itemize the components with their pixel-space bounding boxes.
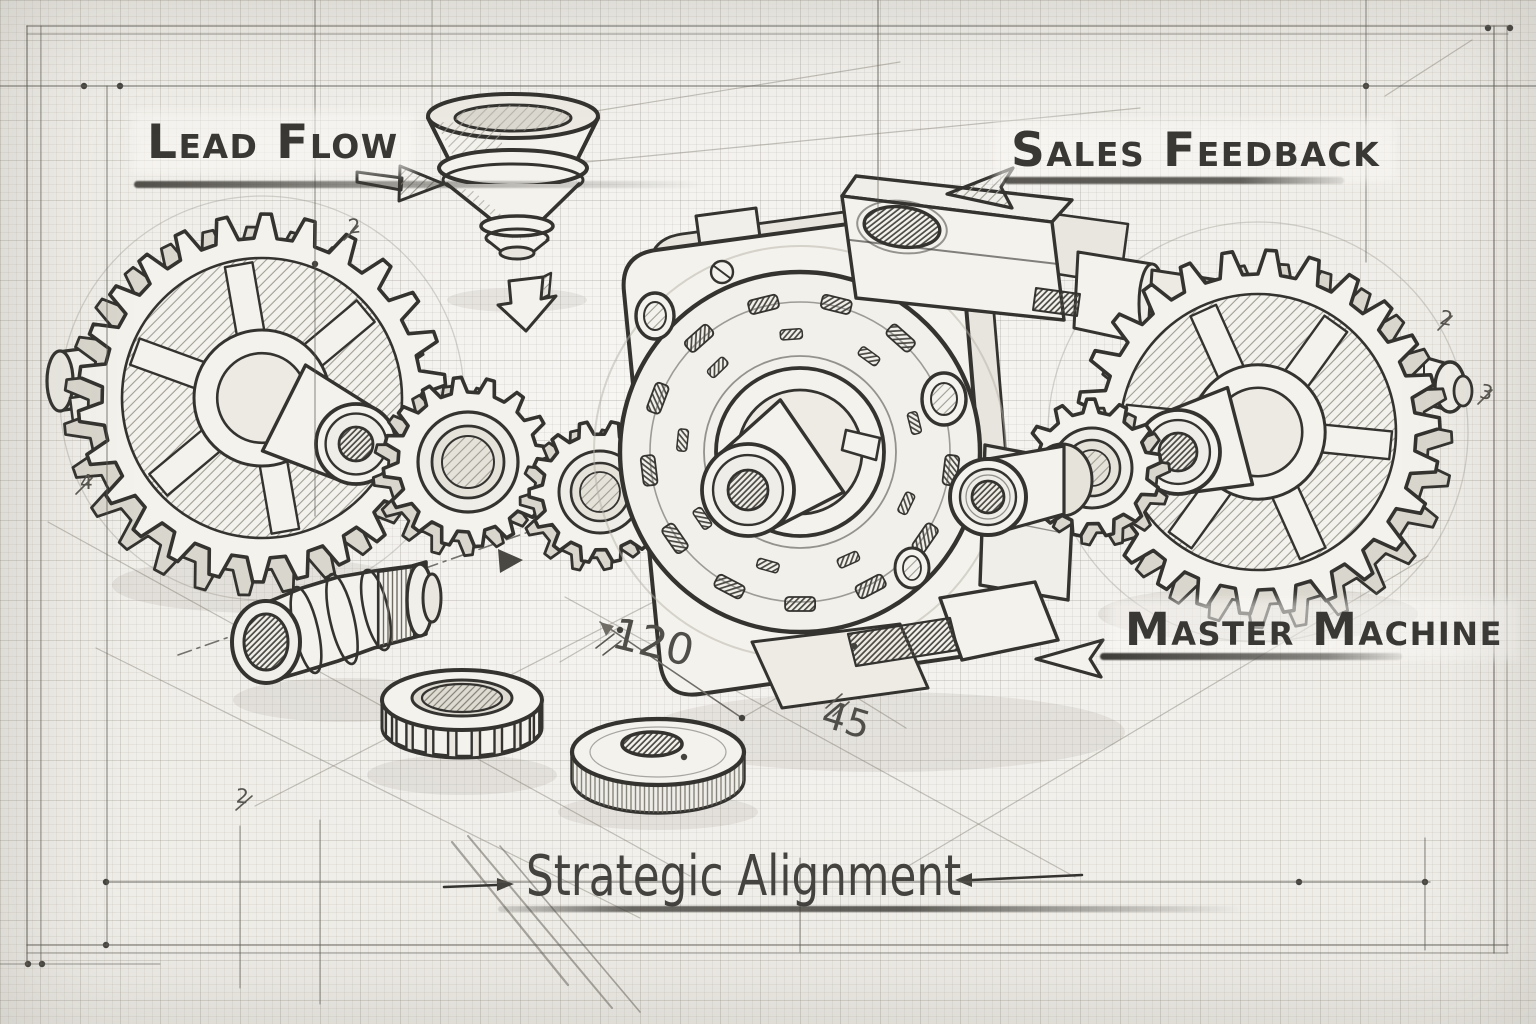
idler-gear-a-icon: [371, 375, 555, 558]
lead-flow-underline: [134, 181, 704, 188]
label-master-machine: Master Machine: [1116, 606, 1512, 653]
dimension-lines: [24, 24, 1514, 968]
drive-gear-left-icon: [63, 212, 448, 597]
output-gear-right-icon: [1074, 248, 1454, 630]
spacer-washer-icon: [569, 716, 747, 815]
lead-funnel-icon: [426, 92, 600, 261]
shaft-coupler-icon: [230, 560, 443, 685]
label-strategic-alignment: Strategic Alignment: [526, 844, 962, 909]
master-machine-housing-icon: [593, 174, 1267, 710]
funnel-drop-arrow-icon: [496, 271, 558, 333]
dimension-mark: 4: [80, 470, 93, 494]
strategic-alignment-underline: [498, 906, 1240, 912]
master-machine-underline: [1100, 653, 1402, 660]
output-bushing-icon: [948, 442, 1094, 537]
dimension-mark: 2: [235, 783, 250, 809]
dimension-mark: 2: [346, 213, 362, 239]
label-sales-feedback: Sales Feedback: [1002, 126, 1390, 175]
sales-feedback-underline: [1004, 177, 1344, 184]
crown-gear-icon: [380, 668, 544, 760]
label-lead-flow: Lead Flow: [138, 118, 408, 167]
